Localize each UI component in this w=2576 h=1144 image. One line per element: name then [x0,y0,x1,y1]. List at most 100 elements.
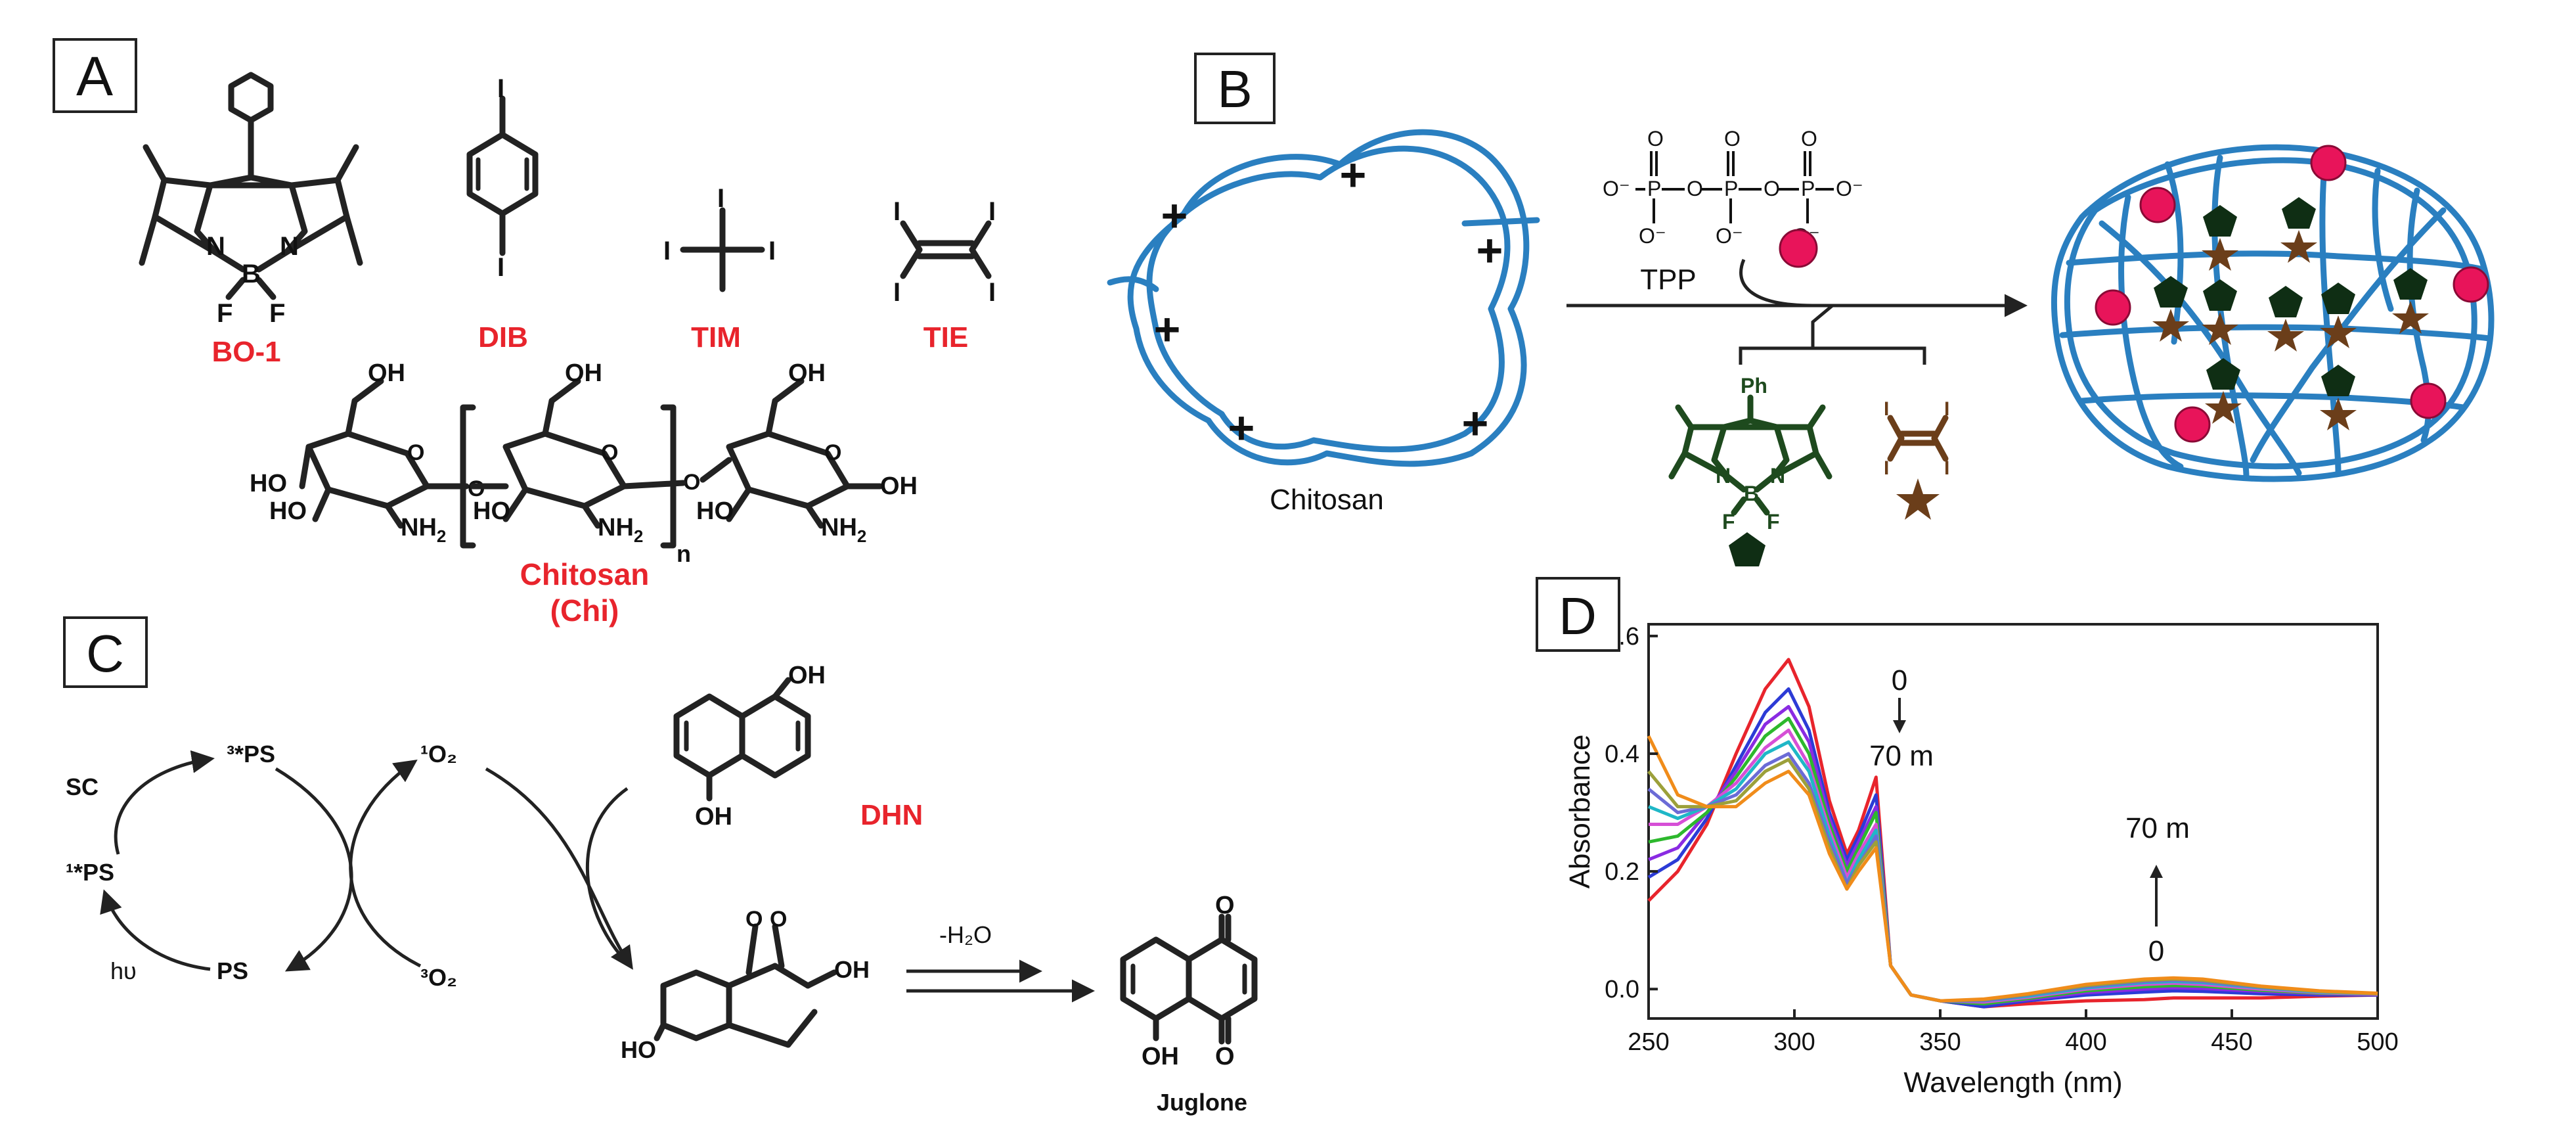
charge-plus: + [1161,190,1188,241]
chi-o-ring-3: O [824,440,841,465]
chi-oh-1: OH [368,359,405,387]
panel-c-letter: C [86,624,124,683]
bo1-n-right: N [280,232,299,261]
spectrum-line-8 [1647,758,2378,1003]
y-tick-label: 0.4 [1605,741,1639,768]
chi-o-link-2: O [683,470,700,495]
x-tick-label: 350 [1919,1028,1961,1056]
chi-oh-2: OH [565,359,602,387]
tie-i: I [1884,457,1889,479]
charge-plus: + [1228,402,1255,453]
panel-a-letter: A [76,45,113,107]
nanoparticle-payloads [2095,145,2489,443]
endo-o: O [745,907,763,932]
bodipy-payload [1668,394,1832,516]
label-water-loss: -H₂O [939,921,992,948]
bo1-f-right: F [269,299,285,328]
charge-plus: + [1477,225,1503,276]
panel-b: B + + + + + + Chitosan O⁻ P O O⁻ O P [1107,53,2495,566]
cycle-ps: PS [217,957,248,984]
juglone-o-bottom: O [1215,1043,1235,1070]
tim-i-left: I [663,237,671,265]
annotation-right-end: 70 m [2125,812,2190,844]
label-tim: TIM [691,321,741,354]
arrow-sc [114,750,215,855]
tim-i-right: I [768,237,776,265]
dib-structure: I I [466,74,539,282]
cycle-triplet-ps: ³*PS [227,741,275,767]
panel-d-letter: D [1559,587,1597,645]
arrow-energy-transfer [275,767,353,972]
tie-i: I [1944,457,1949,479]
tpp-atom: O [1647,127,1664,150]
bodipy-pentagon-icon [1729,532,1765,566]
bodipy-b: B [1744,482,1759,505]
tie-star-icon [1896,478,1940,520]
annotation-right-start: 0 [2148,935,2164,967]
bodipy-pentagon-icon [2154,197,2428,396]
tie-i: I [1944,398,1949,420]
x-axis-label: Wavelength (nm) [1903,1066,2122,1099]
tpp-atom: P [1801,177,1815,200]
bodipy-n-right: N [1770,464,1785,488]
tpp-atom: O⁻ [1603,177,1630,200]
bo1-b: B [242,260,261,288]
tpp-atom: O⁻ [1716,224,1743,248]
x-tick-label: 450 [2211,1028,2252,1056]
bo1-n-left: N [206,232,225,261]
spectrum-line-9 [1647,735,2378,1003]
arrow-hv [100,889,211,971]
label-dib: DIB [478,321,528,354]
panel-a: A N N B F F BO-1 [53,38,996,628]
chain-charges: + + + + + + [1154,149,1503,453]
cycle-singlet-ps: ¹*PS [66,859,114,886]
annotation-top-end: 70 m [1869,740,1934,772]
tie-i-bl: I [893,278,900,307]
x-tick-label: 250 [1628,1028,1669,1056]
tpp-atom: O [1724,127,1741,150]
chi-ho-3: HO [696,497,734,525]
tie-structure: I I I I [893,197,996,307]
arrow-singlet-o2-to-product [485,767,633,970]
label-tie: TIE [923,321,968,354]
chi-ho-2: HO [473,497,510,525]
label-chitosan: Chitosan [520,557,650,591]
y-tick-label: 0.0 [1605,976,1639,1003]
dhn-oh-bottom: OH [695,803,732,831]
chi-nh2-2: NH2 [598,514,643,546]
endo-o: O [770,907,787,932]
charge-plus: + [1154,304,1181,355]
panel-c: C SC ³*PS ¹*PS hυ PS ¹O₂ ³O₂ OH OH DHN [63,616,1258,1116]
tie-i-tl: I [893,197,900,226]
chi-ho-1a: HO [250,470,287,497]
chitosan-structure: OH HO HO NH2 O O OH HO NH2 O n O [250,359,918,567]
payload-bracket [1739,304,1926,365]
dib-i-bottom: I [497,253,504,282]
tie-star-icon [2152,230,2429,430]
label-bo1: BO-1 [211,336,280,368]
panel-b-letter: B [1217,60,1252,118]
arrow-dhn-to-product [585,787,629,961]
tpp-atom: O [1764,177,1780,200]
tim-i-top: I [717,184,724,213]
tie-i: I [1884,398,1889,420]
tpp-structure: O⁻ P O O⁻ O P O O⁻ O P O O⁻ O⁻ [1603,127,1863,248]
arrow-o2-excite [349,760,422,968]
tpp-atom: O⁻ [1836,177,1863,200]
y-tick-label: .6 [1618,623,1639,651]
chi-oh-3: OH [788,359,826,387]
chi-n: n [677,540,691,567]
chart-series [1647,658,2378,1009]
chi-oh-end: OH [880,472,918,500]
endoperoxide-structure [654,923,837,1048]
x-tick-label: 400 [2065,1028,2106,1056]
bodipy-f-right: F [1767,510,1780,534]
cycle-sc: SC [66,773,99,800]
dhn-structure [673,677,811,802]
chi-o-ring-1: O [407,440,424,465]
chitosan-coil [1107,129,1540,467]
tie-payload [1887,415,1949,462]
